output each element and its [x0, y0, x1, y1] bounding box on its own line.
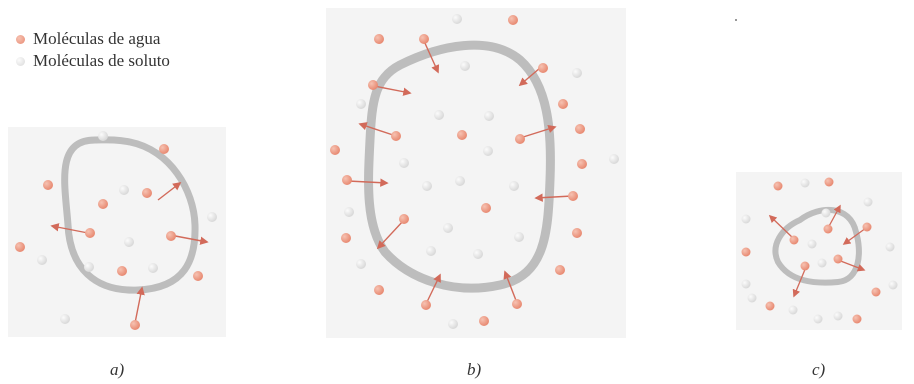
caption-b: b) — [467, 360, 481, 380]
legend-label-water: Moléculas de agua — [33, 28, 160, 50]
water-molecule-icon — [16, 35, 25, 44]
panel-a — [15, 131, 217, 330]
legend-item-solute: Moléculas de soluto — [16, 50, 170, 72]
caption-c: c) — [812, 360, 825, 380]
solute-molecules-c — [742, 179, 898, 324]
stray-dot — [735, 19, 737, 21]
panel-b — [330, 14, 619, 329]
solute-molecule-icon — [16, 57, 25, 66]
solute-molecules-b — [344, 14, 619, 329]
legend-item-water: Moléculas de agua — [16, 28, 170, 50]
panel-c — [742, 178, 898, 324]
caption-a: a) — [110, 360, 124, 380]
legend: Moléculas de agua Moléculas de soluto — [16, 28, 170, 72]
legend-label-solute: Moléculas de soluto — [33, 50, 170, 72]
membrane-c — [775, 210, 858, 283]
